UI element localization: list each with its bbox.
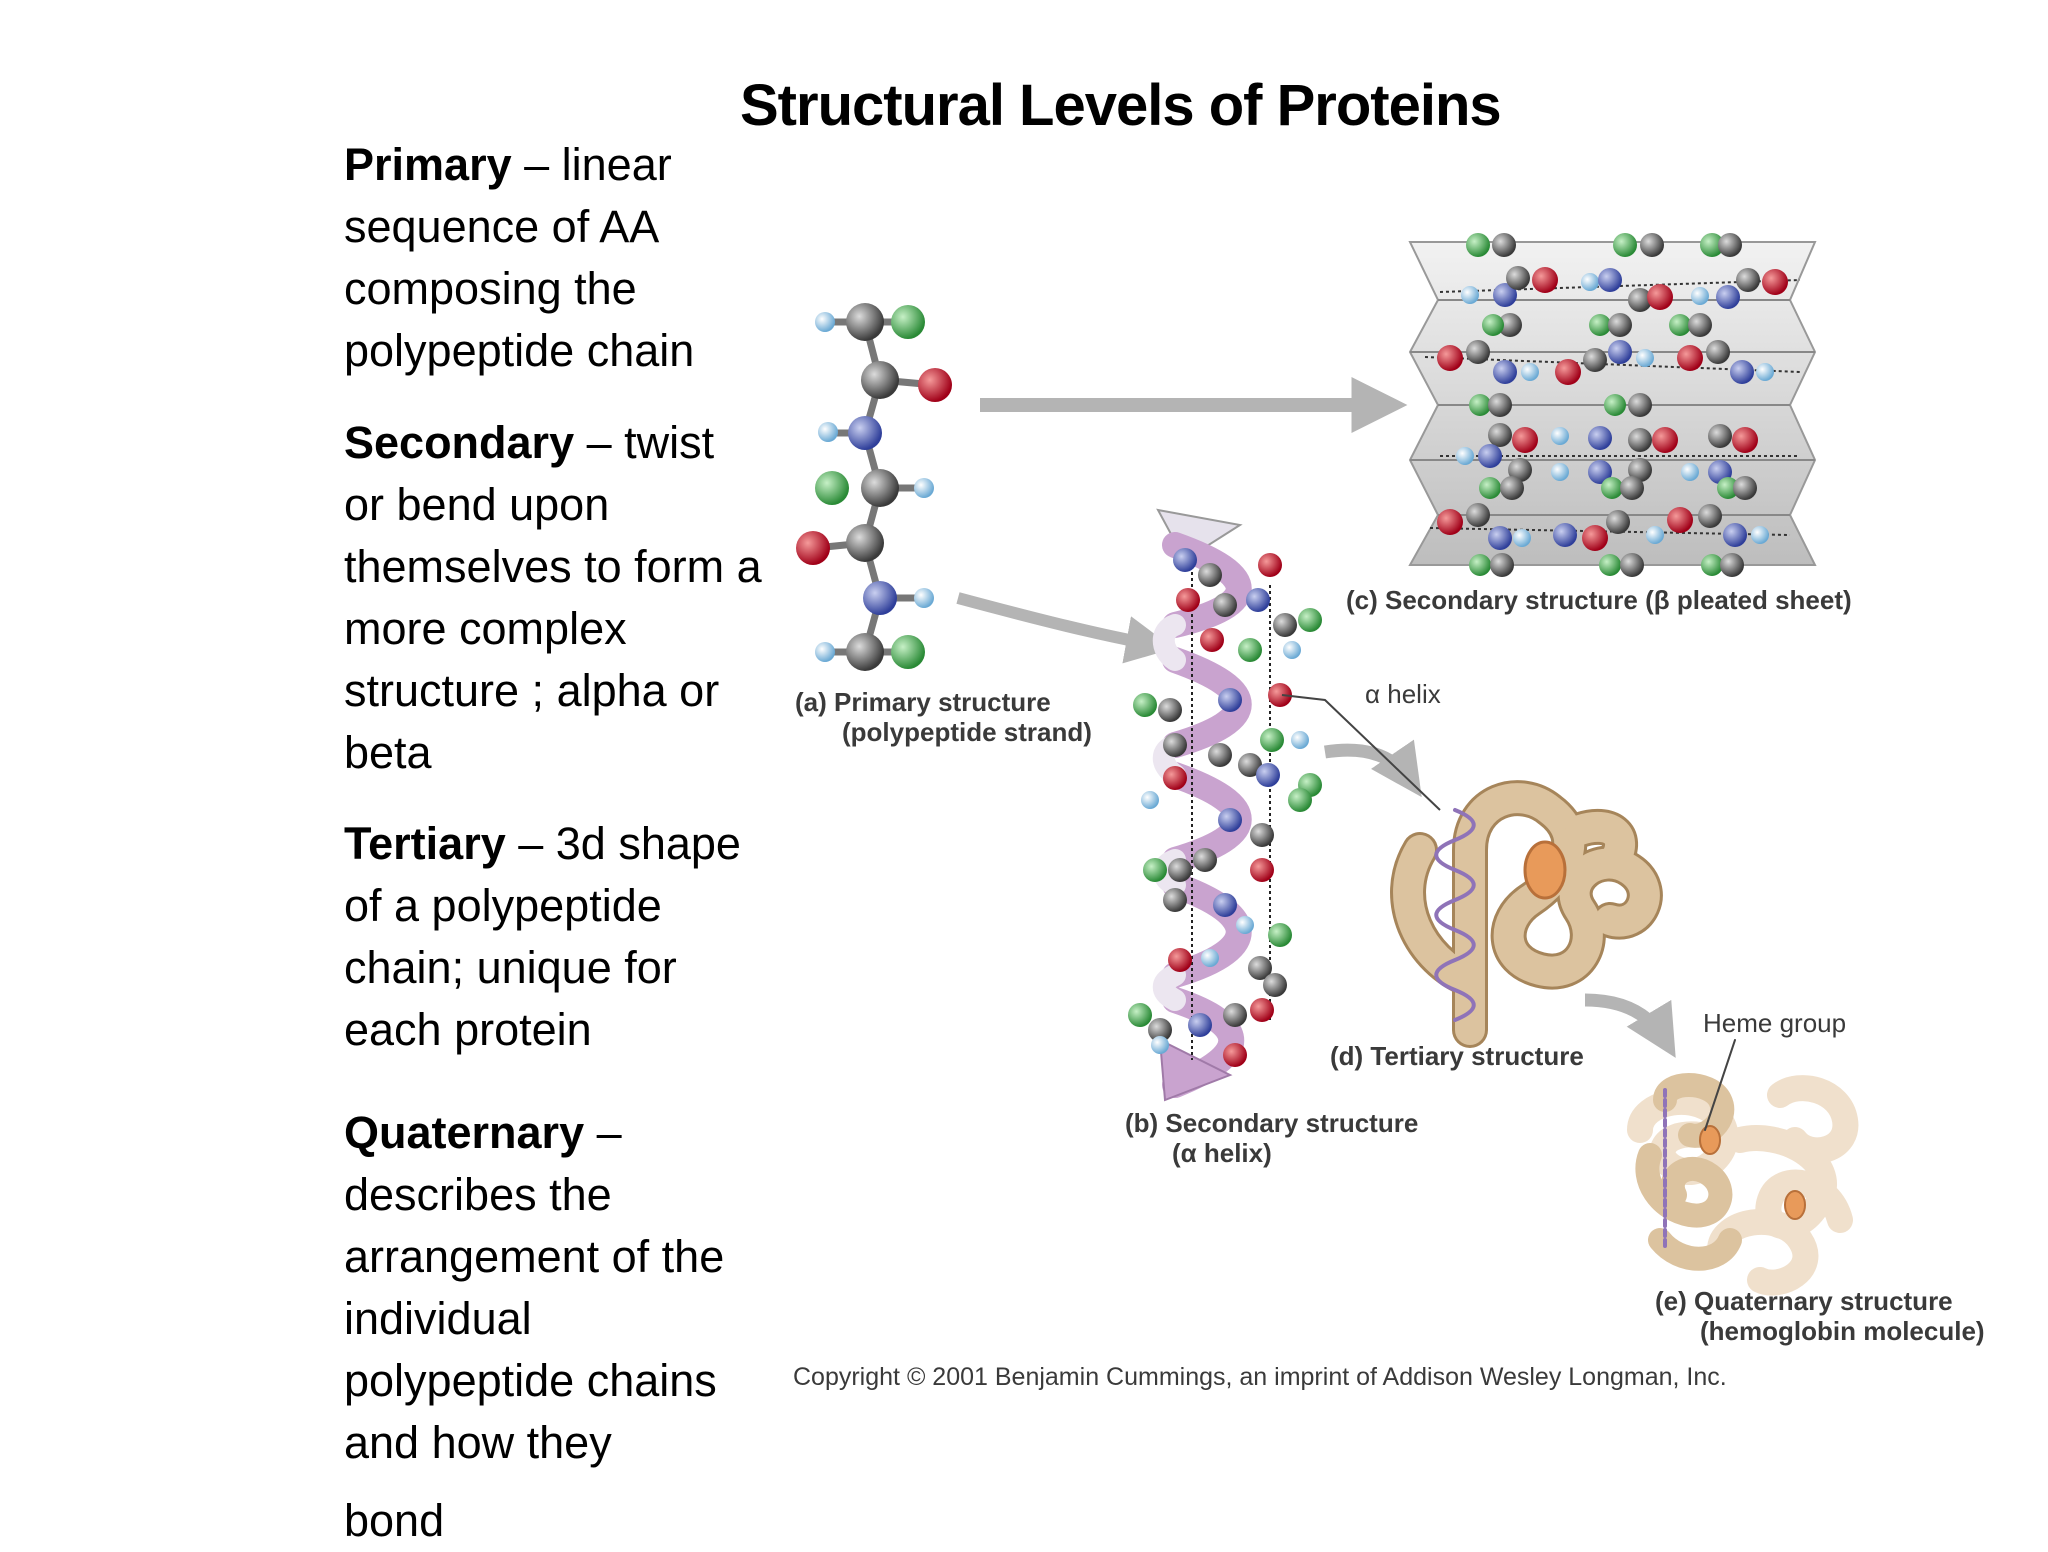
arrow-to-quaternary [1584,993,1676,1058]
text-primary: – linear sequence of AA composing the po… [344,139,695,376]
text-quaternary: – describes the arrangement of the indiv… [344,1107,725,1468]
label-primary-2: (polypeptide strand) [842,717,1092,747]
tertiary-structure [1390,780,1663,1048]
label-tertiary: (d) Tertiary structure [1330,1041,1584,1071]
beta-pleated-sheet [1408,233,1817,577]
term-quaternary: Quaternary [344,1107,585,1158]
text-secondary: – twist or bend upon themselves to form … [344,417,762,778]
copyright-notice: Copyright © 2001 Benjamin Cummings, an i… [793,1363,1727,1391]
arrow-to-tertiary [1324,739,1422,798]
alpha-helix [1128,508,1441,1102]
alpha-helix-callout-line [1281,694,1441,811]
quaternary-structure [1627,1039,1859,1296]
term-secondary: Secondary [344,417,575,468]
arrow-to-alpha-helix [956,592,1174,664]
label-quaternary-2: (hemoglobin molecule) [1700,1316,1985,1346]
term-primary: Primary [344,139,512,190]
definition-quaternary: Quaternary – describes the arrangement o… [344,1102,764,1552]
label-alpha-2: (α helix) [1172,1138,1272,1168]
heme-callout-line [1704,1039,1736,1131]
label-alpha-1: (b) Secondary structure [1125,1108,1418,1138]
label-heme-group: Heme group [1703,1008,1846,1038]
label-primary-1: (a) Primary structure [795,687,1051,717]
term-tertiary: Tertiary [344,818,506,869]
label-beta-sheet: (c) Secondary structure (β pleated sheet… [1346,585,1852,615]
transition-arrows [956,377,1676,1058]
page-title: Structural Levels of Proteins [740,73,1502,138]
primary-structure-strand [796,303,952,671]
definition-primary: Primary – linear sequence of AA composin… [344,134,764,382]
label-alpha-helix-callout: α helix [1365,679,1441,709]
text-tertiary: – 3d shape of a polypeptide chain; uniqu… [344,818,741,1055]
definition-tertiary: Tertiary – 3d shape of a polypeptide cha… [344,813,764,1061]
label-quaternary-1: (e) Quaternary structure [1655,1286,1953,1316]
definition-secondary: Secondary – twist or bend upon themselve… [344,412,764,784]
